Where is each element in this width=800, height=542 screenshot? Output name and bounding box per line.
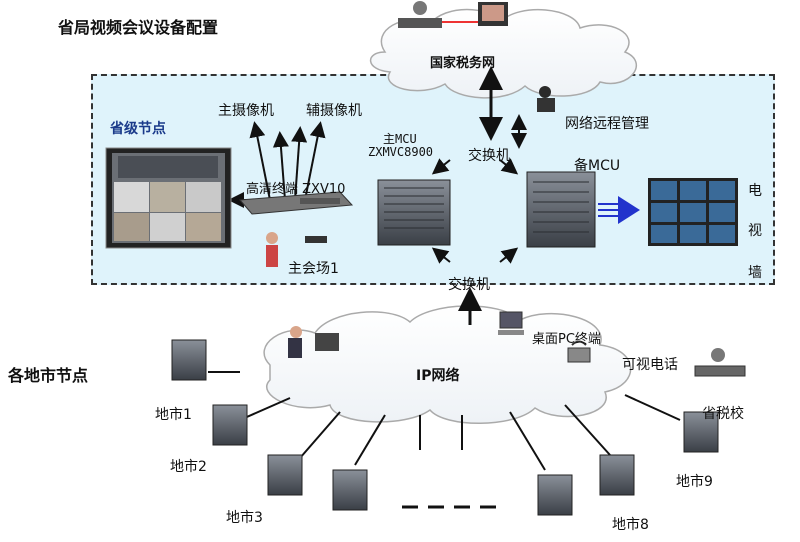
tv-wall-char-3: 墙 bbox=[748, 265, 762, 281]
switch-bottom-label: 交换机 bbox=[448, 277, 490, 293]
switch-top-label: 交换机 bbox=[468, 148, 510, 164]
top-devices bbox=[398, 1, 508, 28]
ip-cloud-label: IP网络 bbox=[416, 368, 460, 384]
connection-arrows bbox=[458, 66, 527, 325]
tv-wall-char-1: 电 bbox=[748, 183, 762, 199]
main-venue-figure bbox=[266, 232, 327, 267]
desktop-terminal-label: 桌面PC终端 bbox=[532, 332, 601, 347]
main-venue-label: 主会场1 bbox=[288, 261, 339, 277]
tv-wall bbox=[648, 178, 738, 246]
tv-wall-char-2: 视 bbox=[748, 223, 762, 239]
video-phone-device bbox=[567, 340, 591, 363]
remote-mgmt-figure bbox=[537, 86, 555, 112]
provincial-node-label: 省级节点 bbox=[110, 121, 166, 137]
ip-cloud bbox=[263, 305, 632, 424]
aux-camera-label: 辅摄像机 bbox=[306, 103, 362, 119]
video-phone-label: 可视电话 bbox=[622, 357, 678, 373]
hd-terminal-label: 高清终端 ZXV10 bbox=[246, 182, 346, 197]
city-3-label: 地市3 bbox=[226, 510, 263, 526]
city-nodes-label: 各地市节点 bbox=[8, 366, 89, 385]
main-camera-label: 主摄像机 bbox=[218, 103, 274, 119]
backup-mcu-label: 备MCU bbox=[574, 158, 621, 174]
tax-school-device bbox=[694, 348, 746, 377]
tax-school-label: 省税校 bbox=[702, 406, 744, 422]
top-cloud-label: 国家税务网 bbox=[430, 56, 496, 71]
video-screen bbox=[105, 147, 232, 249]
tv-arrow bbox=[598, 196, 640, 224]
backup-mcu-rack bbox=[526, 171, 596, 248]
remote-mgmt-label: 网络远程管理 bbox=[565, 116, 649, 132]
main-mcu-label-2: ZXMVC8900 bbox=[368, 145, 434, 159]
ip-cloud-operator bbox=[288, 326, 339, 358]
page-title: 省局视频会议设备配置 bbox=[58, 18, 219, 37]
city-9-label: 地市9 bbox=[676, 474, 713, 490]
desktop-terminal-device bbox=[498, 311, 524, 335]
city-8-label: 地市8 bbox=[612, 517, 649, 533]
main-mcu-rack bbox=[377, 179, 451, 246]
city-links bbox=[208, 371, 681, 471]
main-mcu-label-1: 主MCU bbox=[383, 132, 417, 146]
city-1-label: 地市1 bbox=[155, 407, 192, 423]
hd-terminal-device bbox=[238, 191, 354, 215]
city-racks bbox=[171, 339, 719, 516]
top-cloud bbox=[369, 8, 638, 99]
city-2-label: 地市2 bbox=[170, 459, 207, 475]
switch-cross-arrows bbox=[431, 158, 519, 264]
